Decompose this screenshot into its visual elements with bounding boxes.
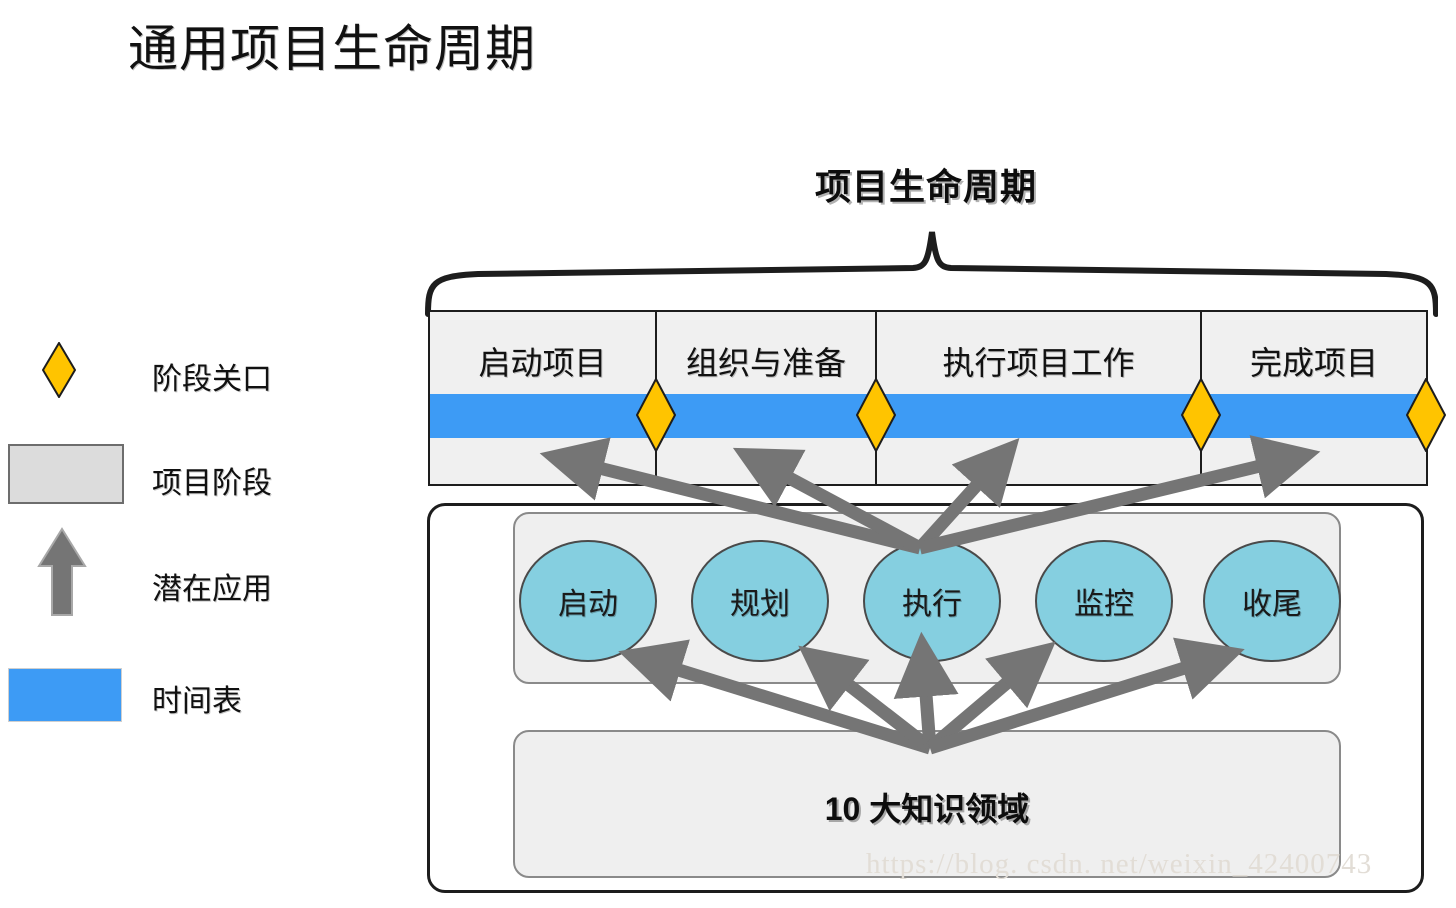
curly-brace-icon bbox=[418, 226, 1439, 318]
process-group-label-0: 启动 bbox=[558, 588, 618, 621]
phase-cell-1[interactable]: 组织与准备 bbox=[657, 312, 875, 484]
phase-gate-diamond-0[interactable] bbox=[635, 376, 677, 454]
phase-label-1: 组织与准备 bbox=[685, 345, 846, 381]
watermark: https://blog. csdn. net/weixin_42400743 bbox=[866, 848, 1373, 880]
process-group-1[interactable]: 规划 bbox=[691, 540, 829, 662]
process-group-3[interactable]: 监控 bbox=[1035, 540, 1173, 662]
process-group-label-3: 监控 bbox=[1074, 588, 1134, 621]
lifecycle-heading: 项目生命周期 bbox=[815, 166, 1038, 207]
legend: 阶段关口 项目阶段 潜在应用 时间表 bbox=[0, 330, 400, 760]
process-group-label-4: 收尾 bbox=[1242, 588, 1302, 621]
legend-label-project-phase: 项目阶段 bbox=[152, 467, 272, 500]
process-groups-box: 启动 规划 执行 监控 收尾 bbox=[513, 512, 1341, 684]
phase-gate-diamond-1[interactable] bbox=[855, 376, 897, 454]
phase-table: 启动项目 组织与准备 执行项目工作 完成项目 bbox=[428, 310, 1447, 486]
phase-cell-3[interactable]: 完成项目 bbox=[1202, 312, 1426, 484]
legend-label-phase-gate: 阶段关口 bbox=[152, 363, 272, 396]
phase-label-0: 启动项目 bbox=[478, 345, 607, 381]
phase-label-2: 执行项目工作 bbox=[942, 345, 1135, 381]
blue-bar-icon bbox=[8, 668, 122, 722]
diamond-icon bbox=[42, 342, 76, 398]
timeline-bar bbox=[430, 394, 1426, 438]
up-arrow-icon bbox=[36, 526, 88, 618]
legend-label-potential-application: 潜在应用 bbox=[152, 573, 272, 606]
knowledge-areas-label: 10 大知识领域 bbox=[824, 791, 1030, 827]
process-group-4[interactable]: 收尾 bbox=[1203, 540, 1341, 662]
legend-label-timeline: 时间表 bbox=[152, 685, 242, 718]
phase-cell-0[interactable]: 启动项目 bbox=[430, 312, 655, 484]
phase-cell-2[interactable]: 执行项目工作 bbox=[877, 312, 1200, 484]
process-group-2[interactable]: 执行 bbox=[863, 540, 1001, 662]
process-group-label-2: 执行 bbox=[902, 588, 962, 621]
phase-gate-diamond-2[interactable] bbox=[1180, 376, 1222, 454]
knowledge-areas-box: 10 大知识领域 bbox=[513, 730, 1341, 878]
process-group-label-1: 规划 bbox=[730, 588, 790, 621]
rectangle-icon bbox=[8, 444, 124, 504]
phase-gate-diamond-3[interactable] bbox=[1405, 376, 1447, 454]
page-title: 通用项目生命周期 bbox=[128, 21, 536, 77]
process-group-0[interactable]: 启动 bbox=[519, 540, 657, 662]
phase-label-3: 完成项目 bbox=[1249, 345, 1378, 381]
